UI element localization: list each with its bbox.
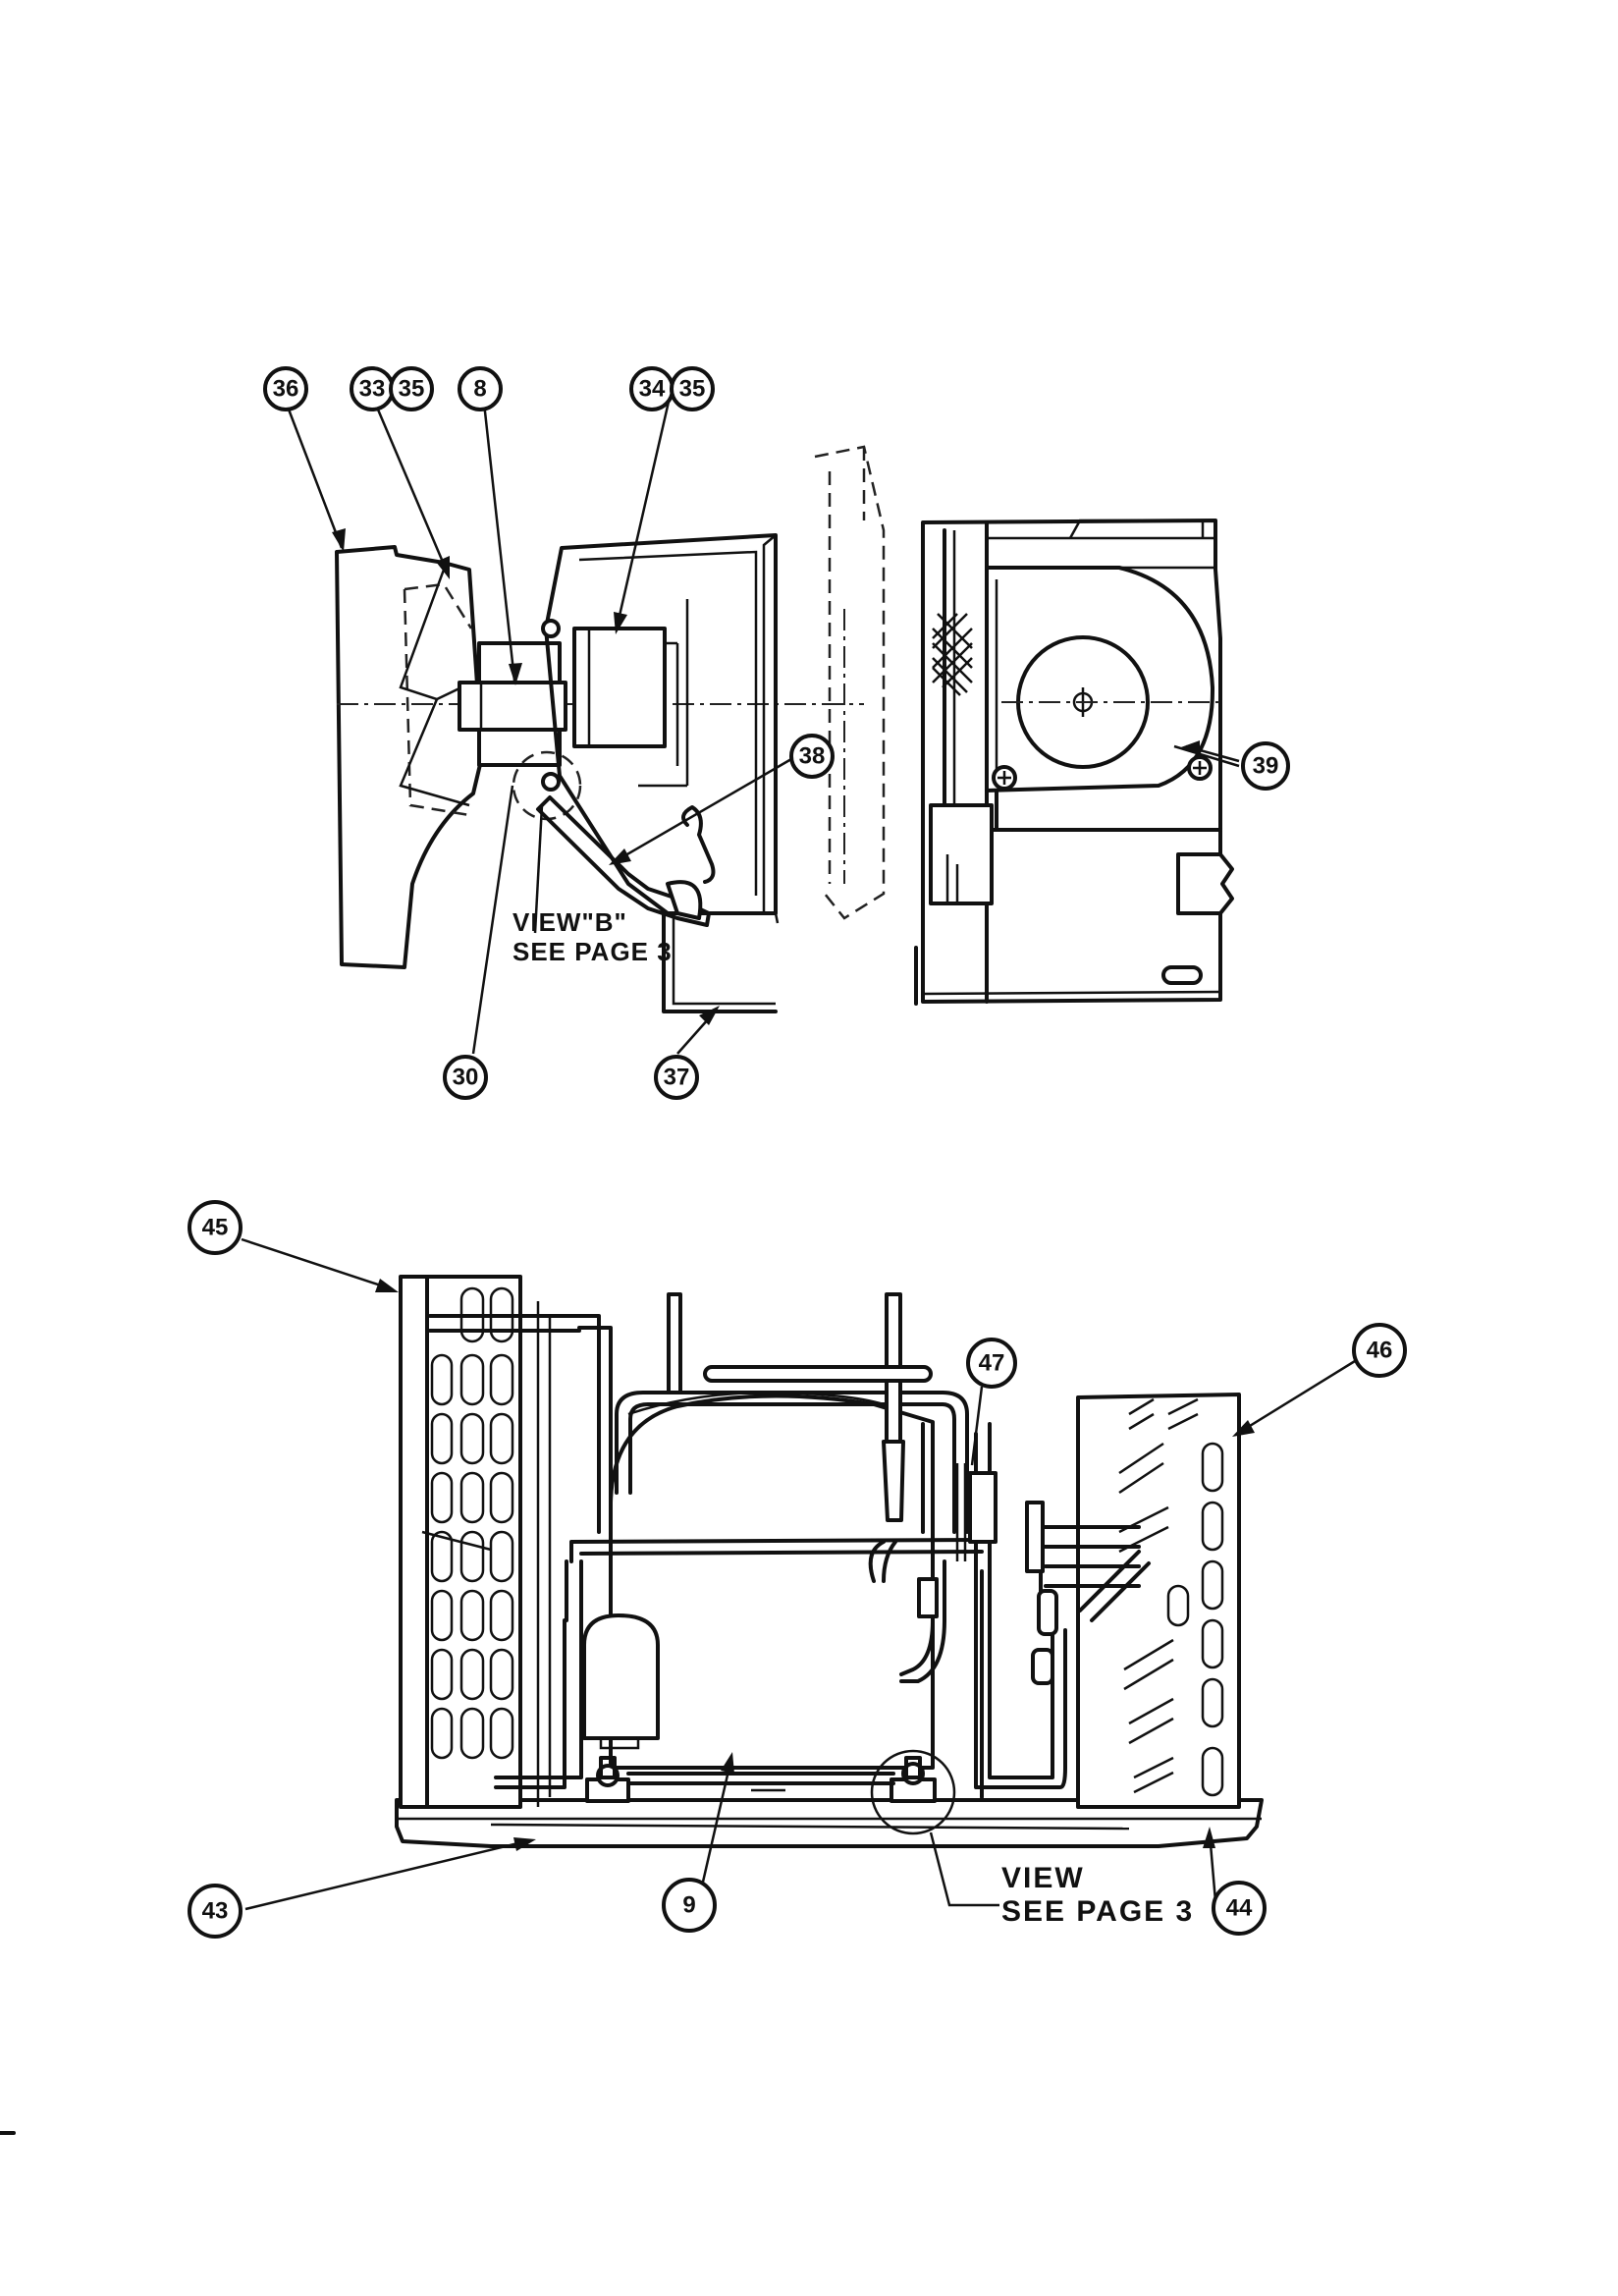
callout-8: 8 <box>458 366 503 411</box>
callout-9: 9 <box>662 1878 717 1933</box>
motor-mount-frame <box>544 533 778 915</box>
top-assembly <box>335 445 1234 1013</box>
svg-text:44: 44 <box>1226 1895 1253 1922</box>
callout-46: 46 <box>1352 1323 1407 1378</box>
view-label: VIEW <box>1001 1862 1085 1894</box>
callout-30: 30 <box>443 1055 488 1100</box>
view-b-label: VIEW"B" <box>512 907 627 937</box>
partition-panel <box>814 445 886 920</box>
grille-hatch <box>932 613 973 696</box>
fan-shroud <box>921 519 1222 1004</box>
svg-text:35: 35 <box>679 376 706 403</box>
svg-text:43: 43 <box>202 1898 229 1925</box>
callout-35-right: 35 <box>670 366 715 411</box>
callout-35-left: 35 <box>389 366 434 411</box>
svg-text:37: 37 <box>664 1065 690 1091</box>
svg-text:9: 9 <box>682 1892 695 1919</box>
callout-47: 47 <box>966 1338 1017 1389</box>
svg-text:34: 34 <box>639 376 666 403</box>
accumulator <box>582 1613 660 1740</box>
svg-text:47: 47 <box>979 1350 1005 1377</box>
svg-text:33: 33 <box>359 376 386 403</box>
callout-39: 39 <box>1241 741 1290 791</box>
evaporator-coil-left <box>399 1275 552 1809</box>
leader-lines <box>241 401 1356 1911</box>
svg-text:38: 38 <box>799 743 826 770</box>
callout-36: 36 <box>263 366 308 411</box>
base-pan <box>395 1798 1264 1848</box>
callout-37: 37 <box>654 1055 699 1100</box>
callout-45: 45 <box>188 1200 243 1255</box>
callout-33: 33 <box>350 366 395 411</box>
callout-34: 34 <box>629 366 674 411</box>
callout-44: 44 <box>1212 1881 1267 1936</box>
svg-text:30: 30 <box>453 1065 479 1091</box>
view-reference: SEE PAGE 3 <box>1001 1895 1194 1928</box>
compressor-mount-left <box>585 1756 630 1803</box>
condenser-coil-right <box>1025 1393 1241 1809</box>
svg-text:39: 39 <box>1253 753 1279 780</box>
scroll-housing <box>335 545 484 969</box>
view-b-reference: SEE PAGE 3 <box>512 937 673 966</box>
svg-text:36: 36 <box>273 376 299 403</box>
bottom-assembly <box>395 1275 1264 1848</box>
callout-43: 43 <box>188 1884 243 1939</box>
callout-38: 38 <box>789 734 835 779</box>
svg-text:46: 46 <box>1367 1338 1393 1364</box>
motor-strap <box>536 795 711 927</box>
svg-text:35: 35 <box>399 376 425 403</box>
svg-text:8: 8 <box>473 376 486 403</box>
support-bracket <box>662 911 778 1013</box>
compressor-mount-right <box>890 1756 937 1803</box>
svg-text:45: 45 <box>202 1215 229 1241</box>
